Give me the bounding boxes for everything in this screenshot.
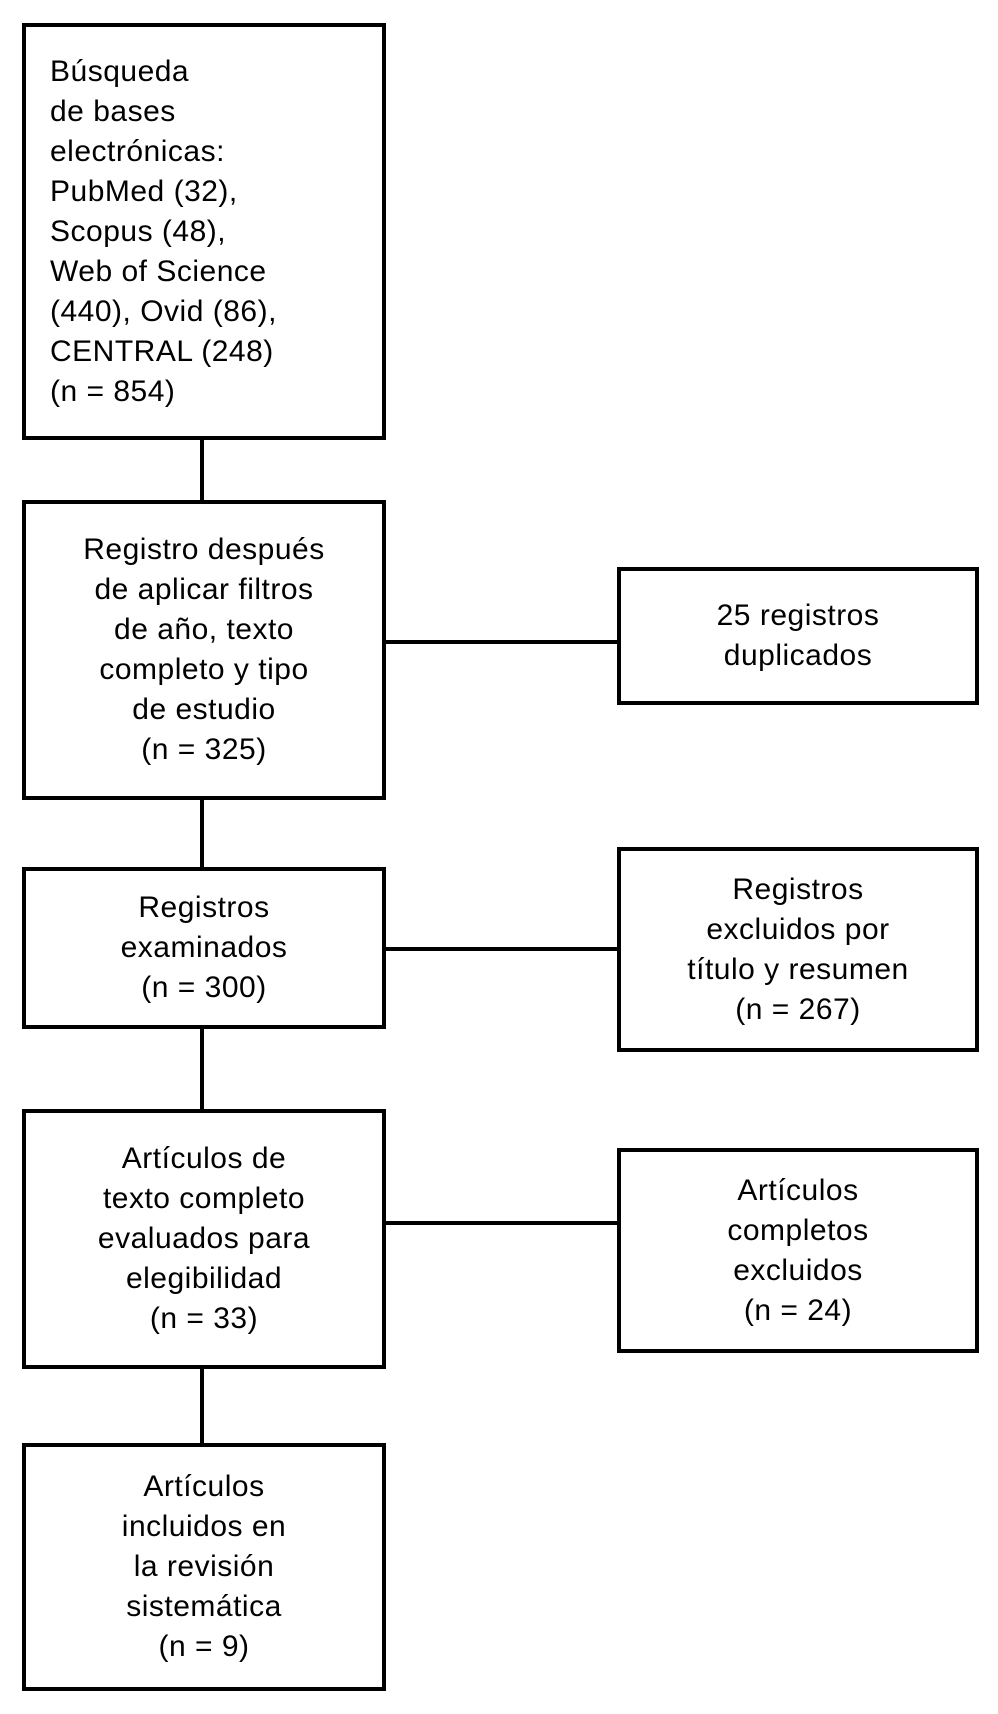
connector-fulltext-to-included (200, 1367, 204, 1445)
box-fulltext-assessed-text: Artículos de texto completo evaluados pa… (97, 1142, 311, 1335)
box-excluded-title-abstract: Registros excluidos por título y resumen… (617, 847, 979, 1052)
box-fulltext-excluded: Artículos completos excluidos (n = 24) (617, 1148, 979, 1353)
connector-fulltext-to-excluded (385, 1221, 618, 1225)
connector-screened-to-fulltext (200, 1027, 204, 1111)
box-fulltext-excluded-text: Artículos completos excluidos (n = 24) (727, 1173, 869, 1327)
box-records-after-filters-text: Registro después de aplicar filtros de a… (83, 533, 325, 766)
box-duplicates-removed-text: 25 registros duplicados (716, 599, 880, 672)
box-records-screened: Registros examinados (n = 300) (22, 867, 386, 1029)
box-included-in-review: Artículos incluidos en la revisión siste… (22, 1443, 386, 1691)
connector-filters-to-screened (200, 798, 204, 869)
box-records-screened-text: Registros examinados (n = 300) (120, 891, 288, 1004)
connector-screened-to-excluded (385, 947, 618, 951)
connector-filters-to-duplicates (385, 640, 618, 644)
box-fulltext-assessed: Artículos de texto completo evaluados pa… (22, 1109, 386, 1369)
box-database-search-text: Búsqueda de bases electrónicas: PubMed (… (50, 54, 277, 408)
box-included-in-review-text: Artículos incluidos en la revisión siste… (121, 1470, 287, 1663)
connector-search-to-filters (200, 438, 204, 502)
box-database-search: Búsqueda de bases electrónicas: PubMed (… (22, 23, 386, 440)
box-duplicates-removed: 25 registros duplicados (617, 567, 979, 705)
box-records-after-filters: Registro después de aplicar filtros de a… (22, 500, 386, 800)
box-excluded-title-abstract-text: Registros excluidos por título y resumen… (687, 872, 909, 1026)
